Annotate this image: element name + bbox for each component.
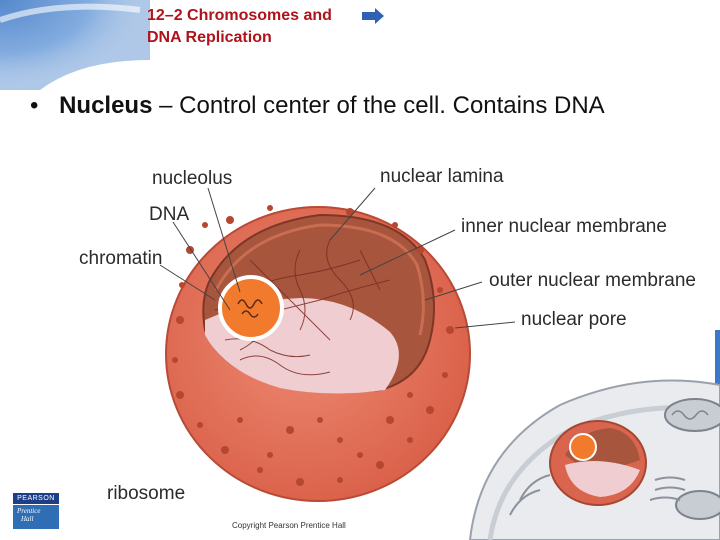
header-title-line1: 12–2 Chromosomes and <box>147 7 332 24</box>
label-nuclear-lamina: nuclear lamina <box>380 166 504 187</box>
logo-bottom-line2: Hall <box>21 515 34 523</box>
label-nuclear-pore: nuclear pore <box>521 309 627 330</box>
logo-bottom-line1: Prentice <box>17 507 41 515</box>
pearson-prentice-hall-logo: PEARSON Prentice Hall <box>13 493 59 529</box>
label-inner-nuclear-membrane: inner nuclear membrane <box>461 216 667 237</box>
bullet-term: Nucleus <box>59 92 153 119</box>
label-outer-nuclear-membrane: outer nuclear membrane <box>489 270 696 291</box>
copyright-text: Copyright Pearson Prentice Hall <box>232 521 346 530</box>
bullet-marker: • <box>30 92 39 119</box>
label-ribosome: ribosome <box>107 483 186 504</box>
bullet-definition: – Control center of the cell. Contains D… <box>152 92 605 119</box>
mini-nucleolus <box>569 433 597 461</box>
slide-header: 12–2 Chromosomes and DNA Replication <box>147 5 332 49</box>
logo-bottom: Prentice Hall <box>13 505 59 529</box>
mitochondrion <box>664 398 720 432</box>
label-dna: DNA <box>149 204 190 225</box>
nucleus-diagram <box>165 205 471 502</box>
header-title-line2: DNA Replication <box>147 29 272 46</box>
arrow-right-icon[interactable] <box>362 8 384 24</box>
cell-illustration <box>468 379 720 540</box>
right-edge-decoration <box>715 330 720 390</box>
inner-nuclear-membrane <box>214 223 425 336</box>
bullet-text: • Nucleus – Control center of the cell. … <box>30 92 605 120</box>
label-chromatin: chromatin <box>79 248 163 269</box>
leader-lines <box>159 187 516 329</box>
corner-swoosh-decoration <box>0 0 150 90</box>
logo-top-text: PEARSON <box>13 493 59 504</box>
dna-squiggle <box>237 299 263 318</box>
label-nucleolus: nucleolus <box>152 168 233 189</box>
